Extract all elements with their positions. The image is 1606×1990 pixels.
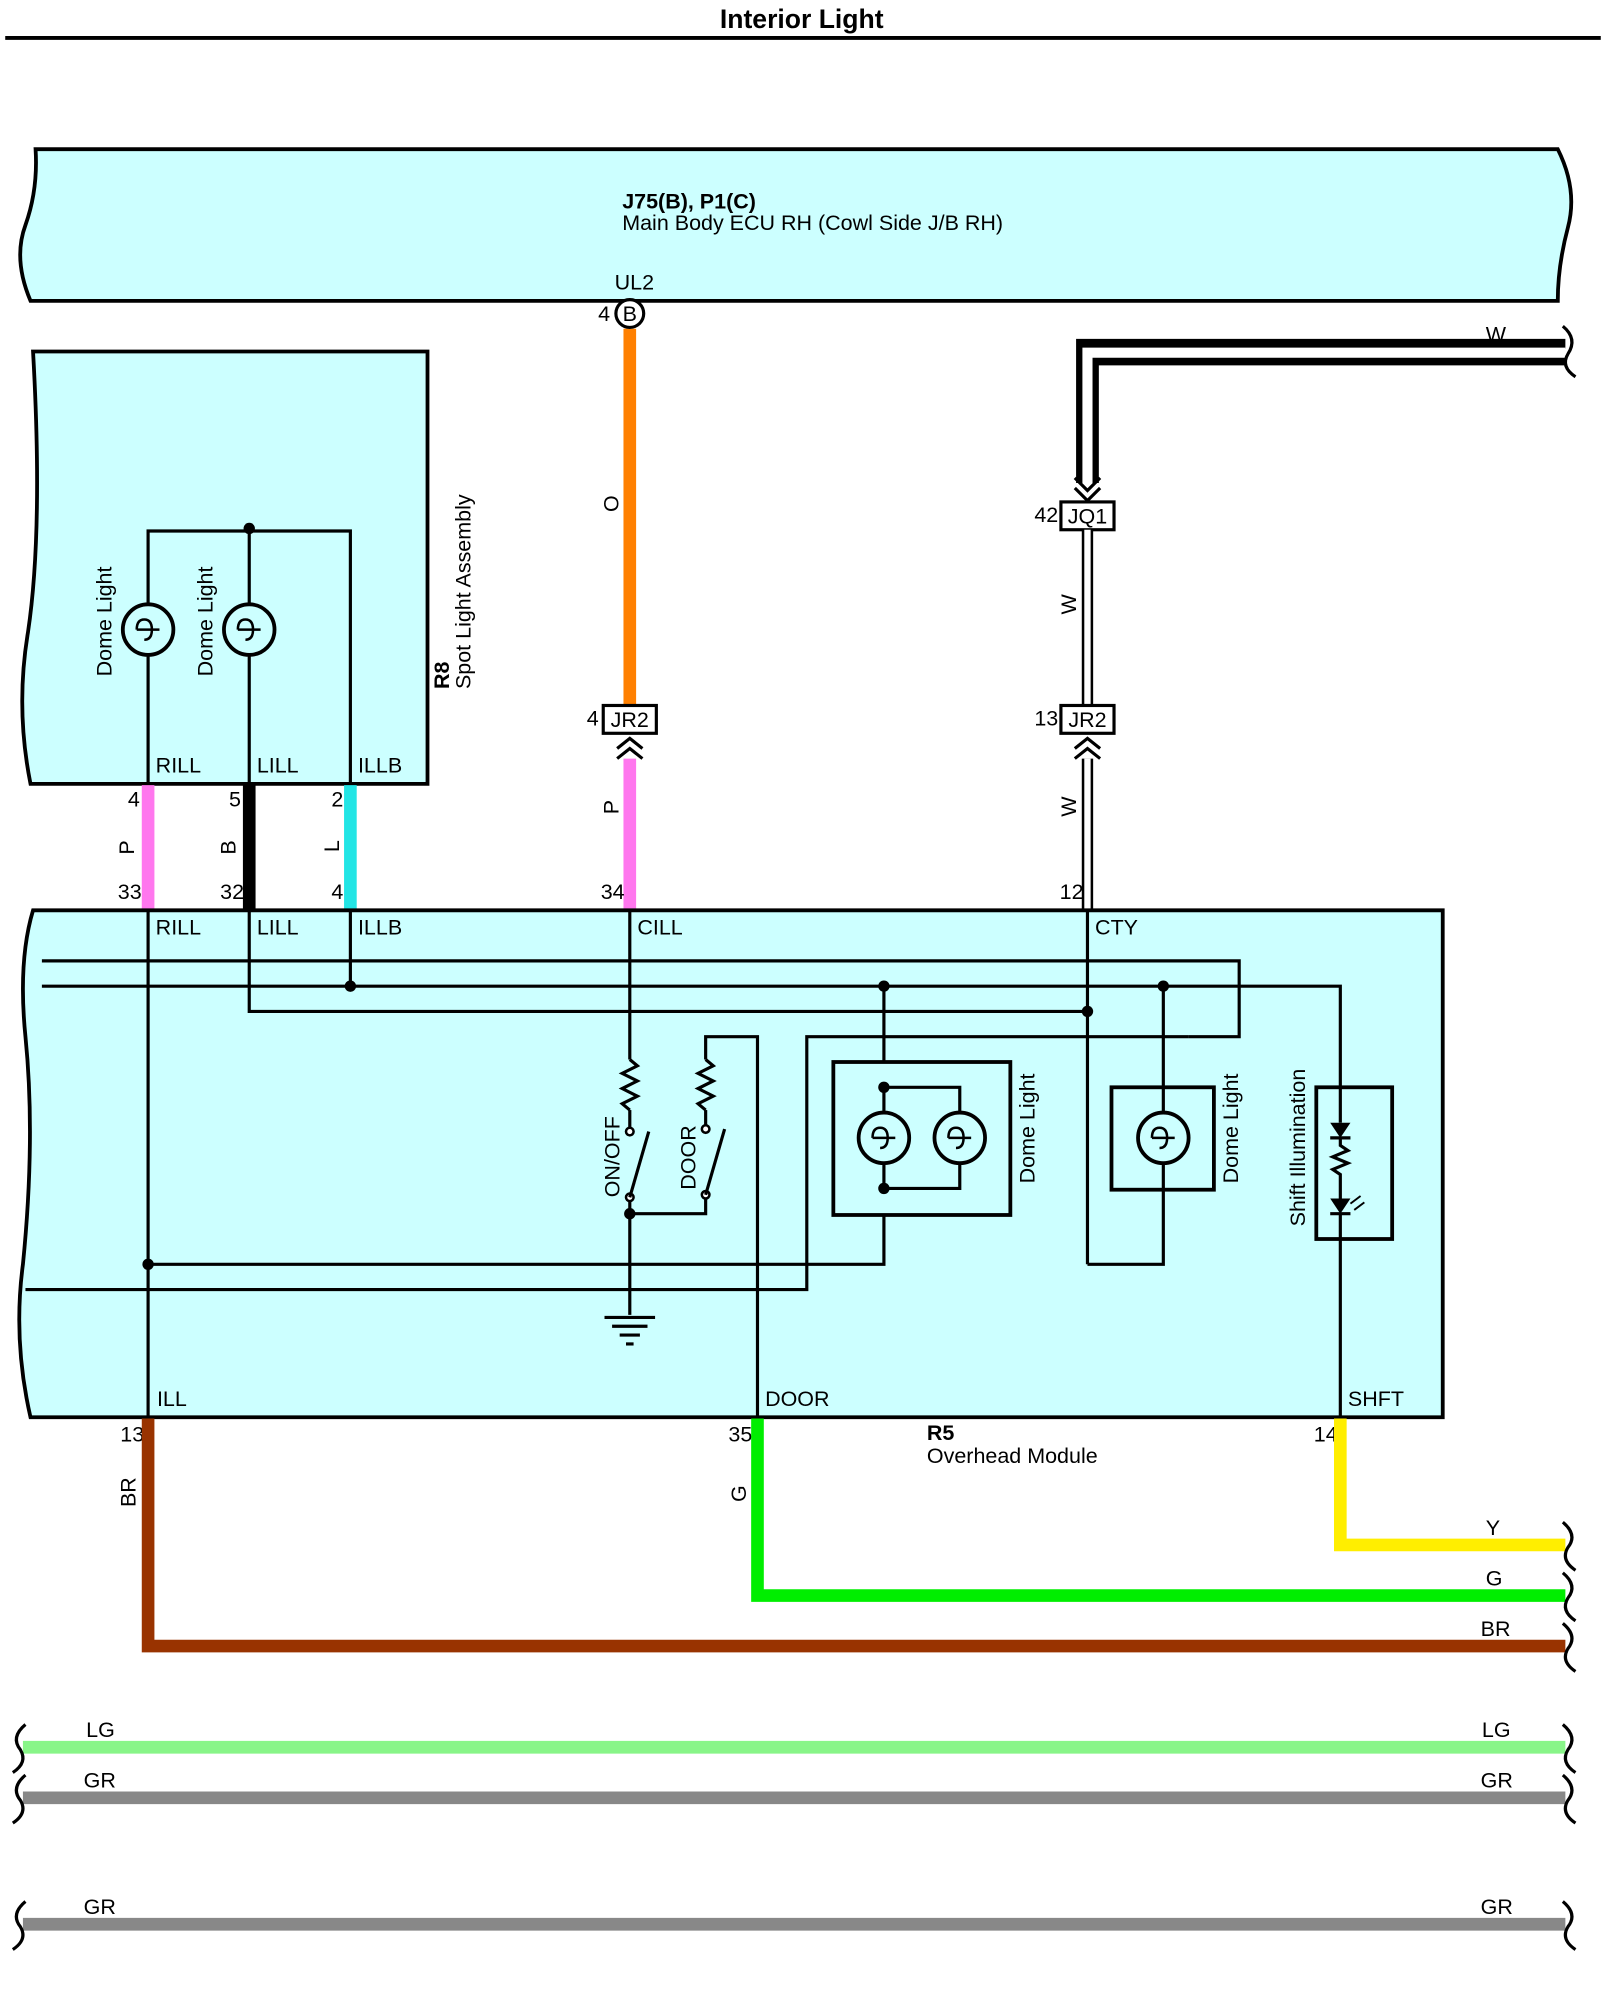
wire-code-g-vertical: G — [727, 1485, 751, 1502]
overhead-junction-dots — [142, 980, 1170, 1270]
spot-dome-light-bulb-right — [120, 602, 176, 657]
spot-light-name: Spot Light Assembly — [451, 494, 475, 689]
wire-code-lg-right: LG — [1482, 1718, 1511, 1742]
wire-br-ill — [141, 1418, 1566, 1653]
wire-end-breaks-right — [1561, 1520, 1577, 1673]
wire-code-w-jq1: W — [1057, 593, 1081, 614]
right-dome-light-label: Dome Light — [1219, 1073, 1243, 1183]
junction-jr2-cill: JR2 — [601, 703, 658, 760]
junction-jr2-cill-id: JR2 — [611, 708, 649, 732]
ecu-terminal-label: UL2 — [615, 271, 654, 295]
ecu-pin: 4 — [598, 302, 610, 326]
wire-code-b-lill: B — [216, 840, 240, 854]
wire-code-g: G — [1486, 1566, 1503, 1590]
ecu-connector-ul2: B — [614, 298, 646, 330]
junction-jq1: JQ1 — [1059, 500, 1116, 532]
wire-w-break — [1561, 324, 1577, 379]
junction-jr2-cty-id: JR2 — [1068, 708, 1106, 732]
ecu-code: J75(B), P1(C) — [622, 190, 756, 214]
shift-illumination — [1314, 1085, 1395, 1241]
r5-terminal-door: DOOR — [765, 1387, 829, 1411]
switch-on-off-label: ON/OFF — [601, 1116, 625, 1197]
center-dome-light — [831, 1060, 1013, 1217]
spot-dome-light-label-1: Dome Light — [92, 567, 116, 677]
shift-illumination-label: Shift Illumination — [1286, 1069, 1310, 1227]
wire-code-gr1-left: GR — [84, 1769, 116, 1793]
ecu-pin-tag: B — [623, 302, 637, 326]
wire-code-br-vertical: BR — [116, 1477, 140, 1507]
spot-terminal-lill: LILL — [257, 753, 299, 777]
wire-code-p-cill: P — [599, 800, 623, 814]
switch-door — [696, 1057, 727, 1200]
wire-code-o: O — [599, 495, 623, 512]
wire-code-l-illb: L — [320, 840, 344, 852]
r5-terminal-ill: ILL — [157, 1387, 187, 1411]
wire-code-gr2-left: GR — [84, 1895, 116, 1919]
junction-jr2-cty-pin: 13 — [1034, 707, 1058, 731]
spot-pin-lill: 5 — [229, 788, 241, 812]
page-title: Interior Light — [720, 4, 884, 34]
r5-pin-shft: 14 — [1314, 1422, 1338, 1446]
wire-code-gr1-right: GR — [1481, 1769, 1513, 1793]
r5-terminal-cty: CTY — [1095, 915, 1138, 939]
wire-code-w-cty: W — [1057, 796, 1081, 817]
junction-jq1-id: JQ1 — [1068, 504, 1107, 528]
overhead-module-code: R5 — [927, 1421, 955, 1445]
spot-dome-light-bulb-left — [222, 602, 277, 657]
spot-pin-illb: 2 — [331, 788, 343, 812]
wire-y-shft — [1334, 1418, 1566, 1552]
r5-terminal-cill: CILL — [637, 915, 682, 939]
wire-code-lg-left: LG — [86, 1718, 115, 1742]
wire-g-door — [751, 1418, 1566, 1602]
ground-icon — [604, 1315, 656, 1346]
r5-pin-rill: 33 — [118, 880, 142, 904]
r5-pin-lill: 32 — [220, 880, 244, 904]
r5-terminal-rill: RILL — [156, 915, 201, 939]
junction-jq1-pin: 42 — [1034, 503, 1058, 527]
wire-code-p-rill: P — [115, 840, 139, 854]
junction-jr2-cty: JR2 — [1059, 703, 1116, 760]
switch-door-label: DOOR — [677, 1125, 701, 1189]
center-dome-light-label: Dome Light — [1015, 1073, 1039, 1183]
main-body-ecu-box — [18, 147, 1574, 303]
wire-w-right — [1076, 338, 1566, 483]
spot-light-assembly-box — [20, 349, 430, 786]
wire-code-w-right: W — [1486, 322, 1507, 346]
wire-code-br: BR — [1481, 1617, 1511, 1641]
r5-pin-cill: 34 — [601, 880, 625, 904]
wire-end-breaks-pass — [11, 1723, 1577, 1951]
spot-light-code: R8 — [430, 662, 454, 690]
r5-terminal-illb: ILLB — [358, 915, 402, 939]
overhead-module-name: Overhead Module — [927, 1444, 1098, 1468]
junction-jr2-cill-pin: 4 — [587, 707, 599, 731]
r5-pin-illb: 4 — [331, 880, 343, 904]
right-dome-light — [1109, 1085, 1216, 1192]
r5-terminal-shft: SHFT — [1348, 1387, 1404, 1411]
spot-light-internal-wiring — [146, 522, 352, 784]
r5-pin-ill: 13 — [120, 1422, 144, 1446]
wire-code-gr2-right: GR — [1481, 1895, 1513, 1919]
spot-terminal-rill: RILL — [156, 753, 201, 777]
r5-pin-cty: 12 — [1060, 880, 1084, 904]
wire-code-y: Y — [1486, 1516, 1500, 1540]
spot-dome-light-label-2: Dome Light — [194, 567, 218, 677]
ecu-name: Main Body ECU RH (Cowl Side J/B RH) — [622, 211, 1003, 235]
spot-terminal-illb: ILLB — [358, 753, 402, 777]
spot-pin-rill: 4 — [128, 788, 140, 812]
r5-terminal-lill: LILL — [257, 915, 299, 939]
switch-on-off — [620, 1057, 651, 1203]
r5-pin-door: 35 — [728, 1422, 752, 1446]
